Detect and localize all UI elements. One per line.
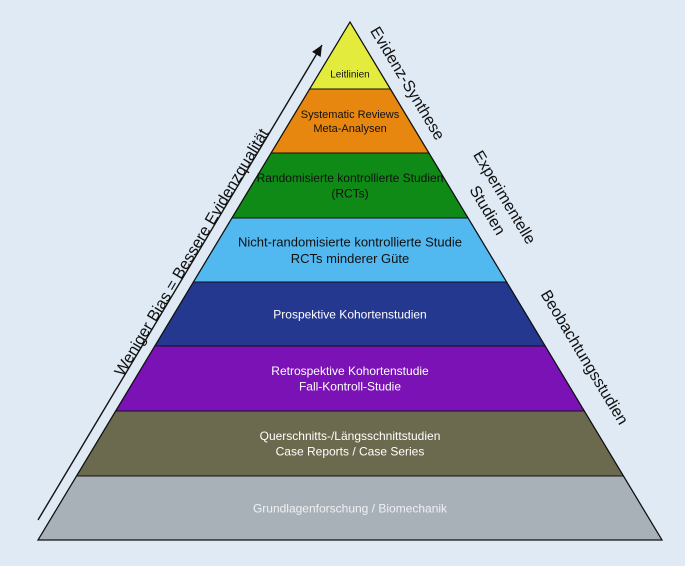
level-label-nicht-randomisierte-kontrollierte-studie: Nicht-randomisierte kontrollierte Studie: [238, 234, 462, 249]
pyramid-level-8: Grundlagenforschung / Biomechanik: [37, 475, 663, 541]
pyramid-level-5: Prospektive Kohortenstudien: [153, 281, 547, 347]
level-label-grundlagenforschung-biomechanik: Grundlagenforschung / Biomechanik: [253, 501, 448, 515]
pyramid-level-3: Randomisierte kontrollierte Studien (RCTs…: [231, 152, 469, 219]
level-band-systematic-reviews: [270, 88, 430, 154]
arrow-head-icon: [312, 45, 322, 58]
level-label-rcts-minderer-güte: RCTs minderer Güte: [291, 251, 409, 266]
level-band-nicht-randomisierte-kontrollierte-studie: [192, 217, 508, 283]
level-band-randomisierte-kontrollierte-studien: [231, 152, 469, 219]
level-label-systematic-reviews: Systematic Reviews: [301, 109, 400, 121]
quality-arrow-line: [37, 44, 323, 521]
level-label-prospektive-kohortenstudien: Prospektive Kohortenstudien: [273, 307, 426, 321]
level-band-querschnitts-längsschnittstudien: [75, 410, 625, 477]
level-label-randomisierte-kontrollierte-studien: Randomisierte kontrollierte Studien: [257, 171, 444, 185]
level-label-case-reports-case-series: Case Reports / Case Series: [276, 445, 425, 459]
pyramid-outline: [36, 20, 664, 541]
pyramid-level-4: Nicht-randomisierte kontrollierte Studie…: [192, 217, 508, 283]
level-label-leitlinien: Leitlinien: [330, 70, 369, 81]
level-label-fall-kontroll-studie: Fall-Kontroll-Studie: [299, 380, 401, 394]
pyramid-level-6: Retrospektive KohortenstudieFall-Kontrol…: [114, 345, 586, 412]
level-label-retrospektive-kohortenstudie: Retrospektive Kohortenstudie: [271, 364, 429, 378]
level-label-meta-analysen: Meta-Analysen: [313, 123, 386, 135]
level-label-querschnitts-längsschnittstudien: Querschnitts-/Längsschnittstudien: [260, 429, 441, 443]
level-band-retrospektive-kohortenstudie: [114, 345, 586, 412]
level-label-rcts: (RCTs): [331, 187, 368, 201]
